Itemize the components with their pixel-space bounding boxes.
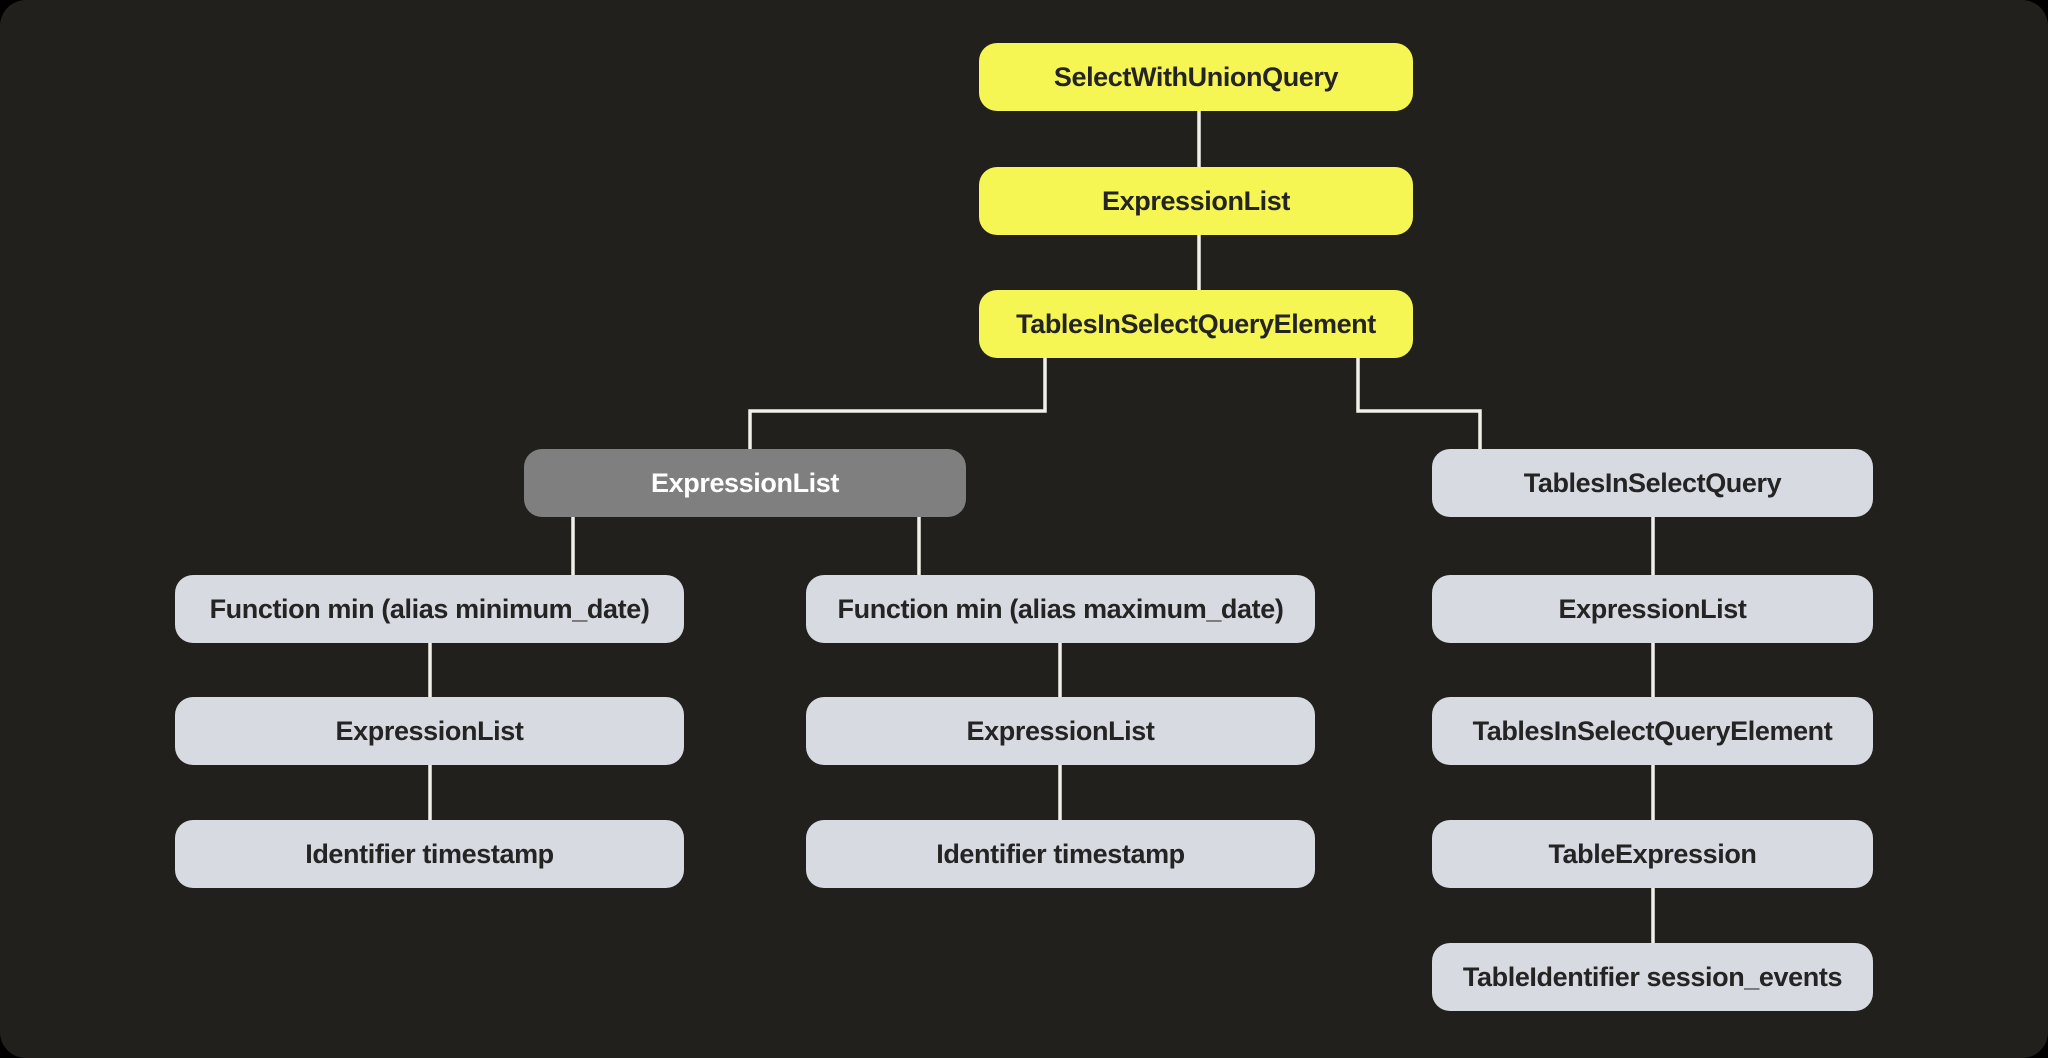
edge-n3-n5: [1356, 358, 1482, 450]
node-select-with-union-query: SelectWithUnionQuery: [979, 43, 1413, 111]
node-function-min-minimum-date: Function min (alias minimum_date): [175, 575, 684, 643]
node-function-min-maximum-date: Function min (alias maximum_date): [806, 575, 1315, 643]
node-expression-list-projection: ExpressionList: [524, 449, 966, 517]
node-tables-in-select-query-element: TablesInSelectQueryElement: [979, 290, 1413, 358]
node-expression-list-root: ExpressionList: [979, 167, 1413, 235]
node-table-identifier-session-events: TableIdentifier session_events: [1432, 943, 1873, 1011]
node-expression-list-min-args: ExpressionList: [175, 697, 684, 765]
node-identifier-timestamp-mid: Identifier timestamp: [806, 820, 1315, 888]
node-identifier-timestamp-left: Identifier timestamp: [175, 820, 684, 888]
node-table-expression: TableExpression: [1432, 820, 1873, 888]
edge-n3-n4: [748, 358, 1047, 450]
node-tables-in-select-query: TablesInSelectQuery: [1432, 449, 1873, 517]
node-expression-list-tables: ExpressionList: [1432, 575, 1873, 643]
node-expression-list-max-args: ExpressionList: [806, 697, 1315, 765]
node-tables-in-select-query-element-2: TablesInSelectQueryElement: [1432, 697, 1873, 765]
